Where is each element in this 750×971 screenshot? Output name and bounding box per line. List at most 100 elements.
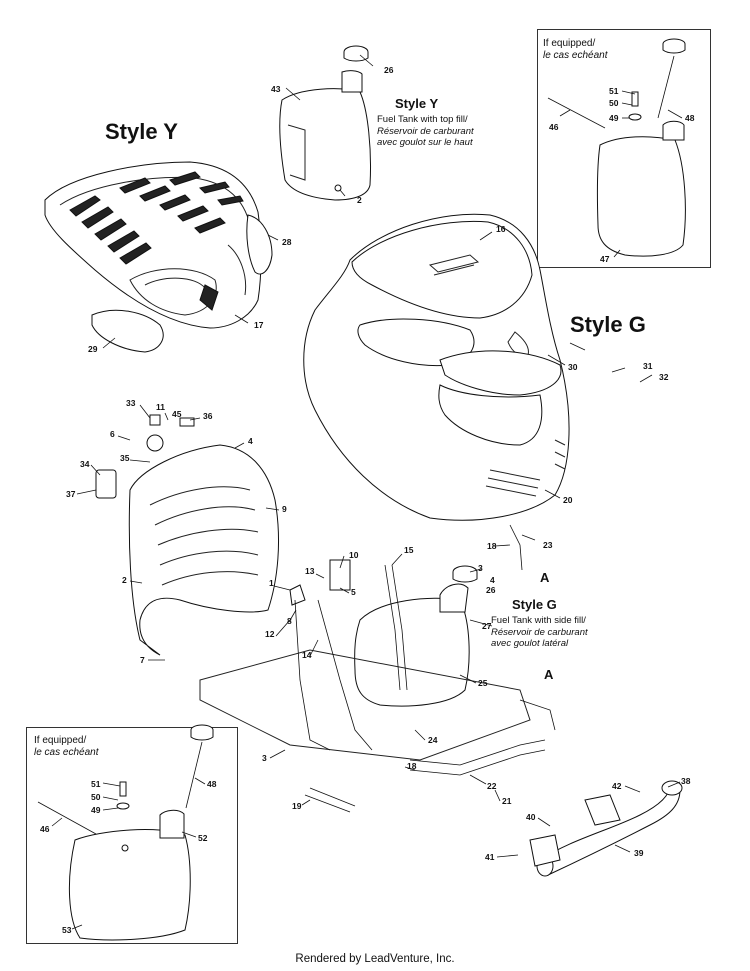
style-y-tank-desc-fr1: Réservoir de carburant	[377, 125, 474, 137]
callout-3-upper: 3	[478, 563, 483, 573]
callout-51-left: 51	[91, 779, 101, 789]
callout-24: 24	[428, 735, 438, 745]
callout-12: 12	[265, 629, 275, 639]
callout-53-left: 53	[62, 925, 72, 935]
callout-labels: 26 43 2 28 17 29 16 30 31 32 20 33 11 45…	[40, 65, 695, 935]
callout-18-lower: 18	[407, 761, 417, 771]
callout-49-left: 49	[91, 805, 101, 815]
style-g-tank-desc-fr1: Réservoir de carburant	[491, 626, 588, 638]
callout-38: 38	[681, 776, 691, 786]
callout-11: 11	[156, 402, 165, 412]
callout-48-left: 48	[207, 779, 217, 789]
callout-32: 32	[659, 372, 669, 382]
leader-lines	[51, 54, 683, 930]
callout-42: 42	[612, 781, 622, 791]
callout-9: 9	[282, 504, 287, 514]
if-equipped-fr-right: le cas echéant	[543, 50, 608, 61]
inset-box-upper-right	[537, 29, 711, 268]
headlight-lens-29	[91, 309, 164, 353]
style-y-tank-desc-fr2: avec goulot sur le haut	[377, 137, 473, 148]
style-y-heading: Style Y	[105, 119, 178, 144]
style-y-tank-heading: Style Y	[395, 96, 439, 111]
callout-43: 43	[271, 84, 281, 94]
callout-46-left: 46	[40, 824, 50, 834]
callout-31: 31	[643, 361, 653, 371]
style-y-hood-ribs	[69, 171, 244, 265]
callout-40: 40	[526, 812, 536, 822]
reference-marker-a-lower: A	[544, 667, 554, 682]
callout-20: 20	[563, 495, 573, 505]
callout-39: 39	[634, 848, 644, 858]
callout-49-right: 49	[609, 113, 619, 123]
callout-25: 25	[478, 678, 488, 688]
if-equipped-note-left: If equipped/ le cas echéant	[34, 735, 99, 759]
callout-4-tank: 4	[490, 575, 495, 585]
callout-52-left: 52	[198, 833, 208, 843]
if-equipped-en-right: If equipped/	[543, 38, 596, 49]
callout-5: 5	[351, 587, 356, 597]
style-g-tank-description: Fuel Tank with side fill/ Réservoir de c…	[491, 615, 588, 650]
inset-fuel-tank-right	[547, 38, 686, 257]
callout-23: 23	[543, 540, 553, 550]
callout-4-dash: 4	[248, 436, 253, 446]
style-g-heading: Style G	[570, 312, 646, 337]
callout-16: 16	[496, 224, 506, 234]
frame-and-brackets	[199, 524, 556, 813]
callout-51-right: 51	[609, 86, 619, 96]
callout-34: 34	[80, 459, 90, 469]
dash-panel	[95, 414, 351, 656]
style-g-tank-heading: Style G	[512, 597, 557, 612]
callout-28: 28	[282, 237, 292, 247]
style-y-hood	[44, 161, 262, 329]
callout-26-cap: 26	[384, 65, 394, 75]
style-g-fuel-tank	[354, 565, 478, 707]
callout-45: 45	[172, 409, 182, 419]
callout-18-upper: 18	[487, 541, 497, 551]
style-y-fuel-tank	[279, 45, 371, 201]
style-y-tank-desc-en: Fuel Tank with top fill/	[377, 114, 468, 125]
callout-26-gtank: 26	[486, 585, 496, 595]
if-equipped-fr-left: le cas echéant	[34, 747, 99, 758]
callout-10: 10	[349, 550, 359, 560]
callout-37: 37	[66, 489, 76, 499]
callout-19: 19	[292, 801, 302, 811]
inset-fuel-tank-left	[37, 724, 214, 941]
callout-36: 36	[203, 411, 213, 421]
style-g-hood	[303, 213, 570, 521]
callout-29: 29	[88, 344, 98, 354]
callout-14: 14	[302, 650, 312, 660]
callout-30: 30	[568, 362, 578, 372]
callout-2-dash: 2	[122, 575, 127, 585]
callout-22: 22	[487, 781, 497, 791]
callout-50-right: 50	[609, 98, 619, 108]
callout-13: 13	[305, 566, 315, 576]
callout-7: 7	[140, 655, 145, 665]
style-g-tank-desc-fr2: avec goulot latéral	[491, 638, 569, 649]
steering-arm	[529, 780, 683, 877]
footer-credit: Rendered by LeadVenture, Inc.	[295, 953, 455, 965]
callout-2-tank: 2	[357, 195, 362, 205]
callout-3-lower: 3	[262, 753, 267, 763]
reference-marker-a-upper: A	[540, 570, 550, 585]
callout-8: 8	[287, 616, 292, 626]
style-g-tank-desc-en: Fuel Tank with side fill/	[491, 615, 586, 626]
callout-17: 17	[254, 320, 264, 330]
callout-46-right: 46	[549, 122, 559, 132]
callout-21: 21	[502, 796, 512, 806]
style-y-tank-description: Fuel Tank with top fill/ Réservoir de ca…	[377, 114, 474, 149]
callout-48-right: 48	[685, 113, 695, 123]
callout-6: 6	[110, 429, 115, 439]
inset-box-lower-left	[26, 727, 238, 944]
callout-15: 15	[404, 545, 414, 555]
callout-50-left: 50	[91, 792, 101, 802]
if-equipped-en-left: If equipped/	[34, 735, 87, 746]
if-equipped-note-right: If equipped/ le cas echéant	[543, 38, 608, 62]
headlight-lens-28	[246, 214, 273, 275]
callout-33: 33	[126, 398, 136, 408]
callout-47-right: 47	[600, 254, 610, 264]
callout-41: 41	[485, 852, 495, 862]
callout-1: 1	[269, 578, 274, 588]
callout-27: 27	[482, 621, 492, 631]
callout-35: 35	[120, 453, 130, 463]
